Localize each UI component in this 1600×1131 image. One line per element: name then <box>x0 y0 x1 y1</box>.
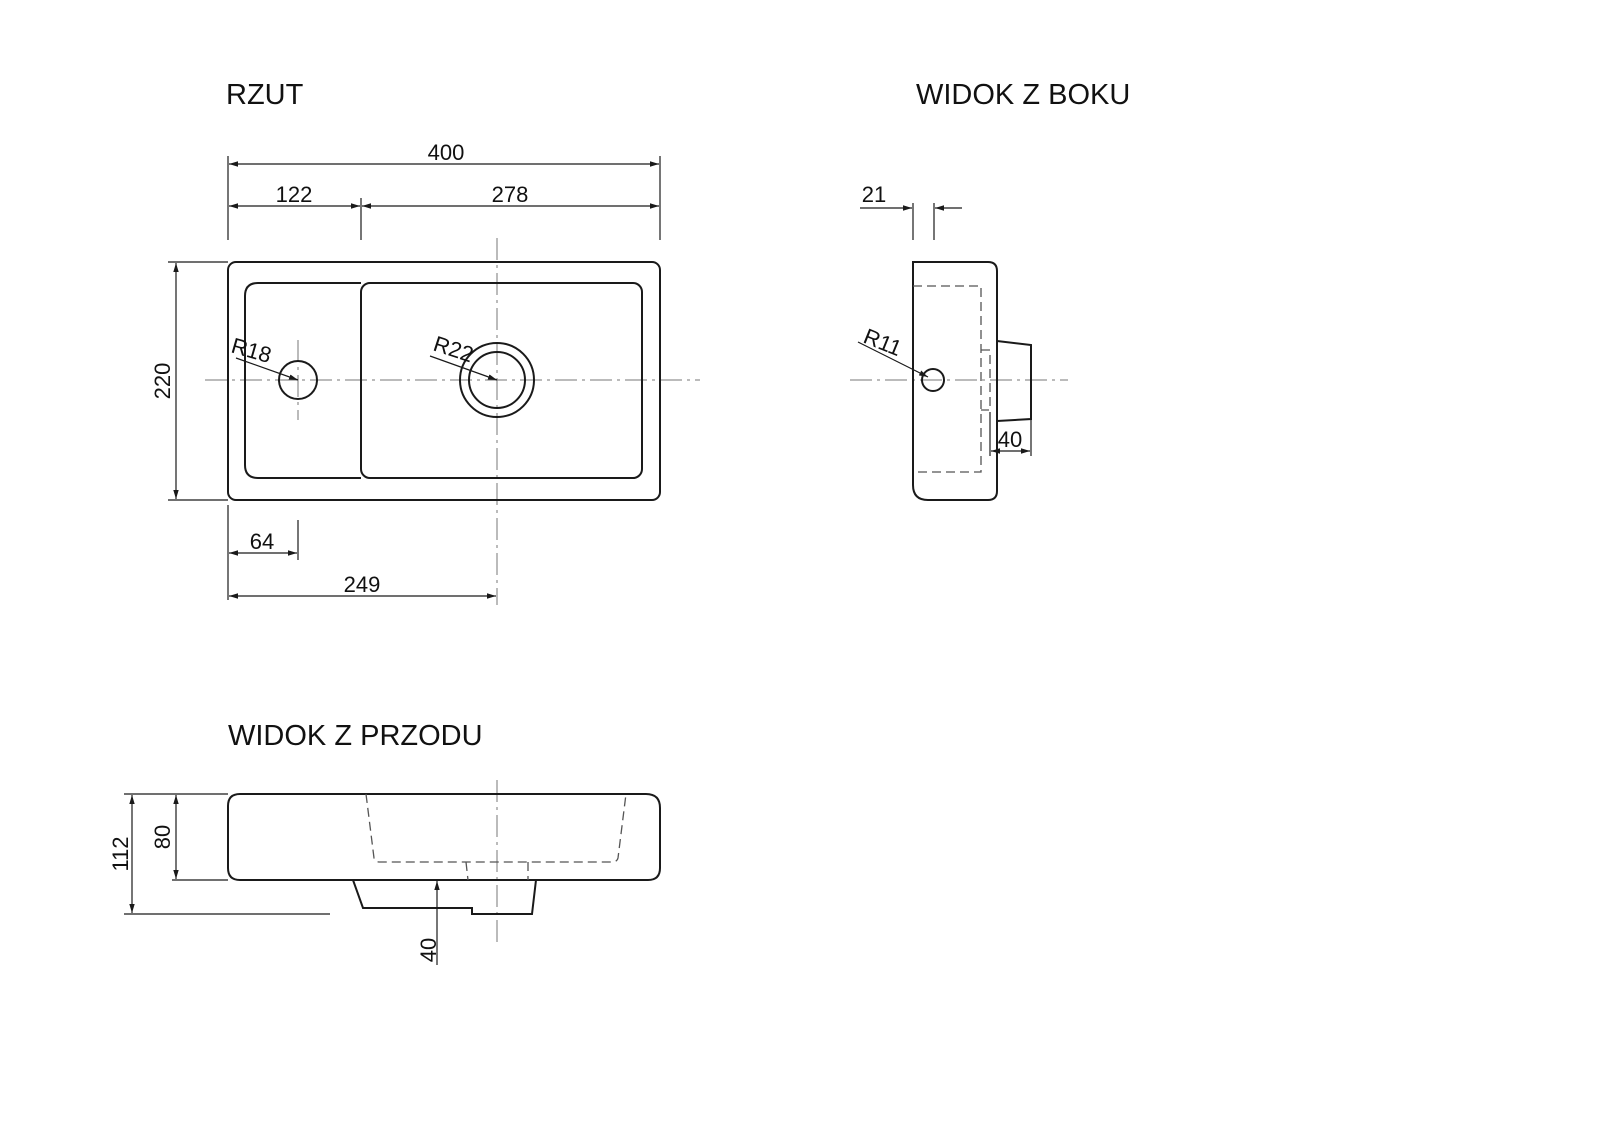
front-total-height-label: 112 <box>108 836 133 871</box>
front-drain-outline <box>352 879 537 915</box>
side-drain-label: 40 <box>998 427 1022 452</box>
front-title: WIDOK Z PRZODU <box>228 720 483 752</box>
side-hole <box>921 368 945 392</box>
plan-depth-label: 220 <box>150 363 175 400</box>
side-hole-radius-text: R11 <box>860 323 905 361</box>
side-hole-radius-leader <box>857 341 929 378</box>
side-rim-label: 21 <box>862 182 886 207</box>
plan-right-label: 278 <box>492 182 529 207</box>
plan-drain-outer <box>459 342 535 418</box>
plan-outer-outline <box>227 261 661 501</box>
plan-deck-outline <box>244 282 361 479</box>
front-body-height-label: 80 <box>150 825 175 849</box>
plan-view: RZUT R18 R22 400 122 278 <box>150 79 700 605</box>
side-body-outline <box>912 261 998 501</box>
plan-drain-inner <box>468 351 526 409</box>
side-view: WIDOK Z BOKU 21 R11 21 40 <box>850 79 1130 501</box>
front-hidden-drain <box>465 861 529 881</box>
front-view: WIDOK Z PRZODU 112 80 40 <box>108 720 661 965</box>
plan-drain-offset-label: 249 <box>344 572 381 597</box>
side-hidden-drain <box>981 349 991 411</box>
plan-width-label: 400 <box>428 140 465 165</box>
plan-tap-radius-label: R18 <box>229 333 275 368</box>
side-hidden-bowl <box>913 285 982 473</box>
plan-tap-hole <box>278 360 318 400</box>
plan-drain-radius-leader <box>429 355 498 381</box>
plan-drain-radius-label: R22 <box>430 331 476 367</box>
side-spout-outline <box>996 340 1032 422</box>
side-title: WIDOK Z BOKU <box>916 79 1130 111</box>
front-body-outline <box>227 793 661 881</box>
plan-left-label: 122 <box>276 182 313 207</box>
front-hidden-bowl <box>365 793 627 863</box>
plan-tap-radius-leader <box>235 357 299 381</box>
plan-bowl-outline <box>360 282 643 479</box>
plan-title: RZUT <box>226 79 304 111</box>
front-drain-label: 40 <box>416 938 441 962</box>
plan-tap-offset-label: 64 <box>250 529 274 554</box>
